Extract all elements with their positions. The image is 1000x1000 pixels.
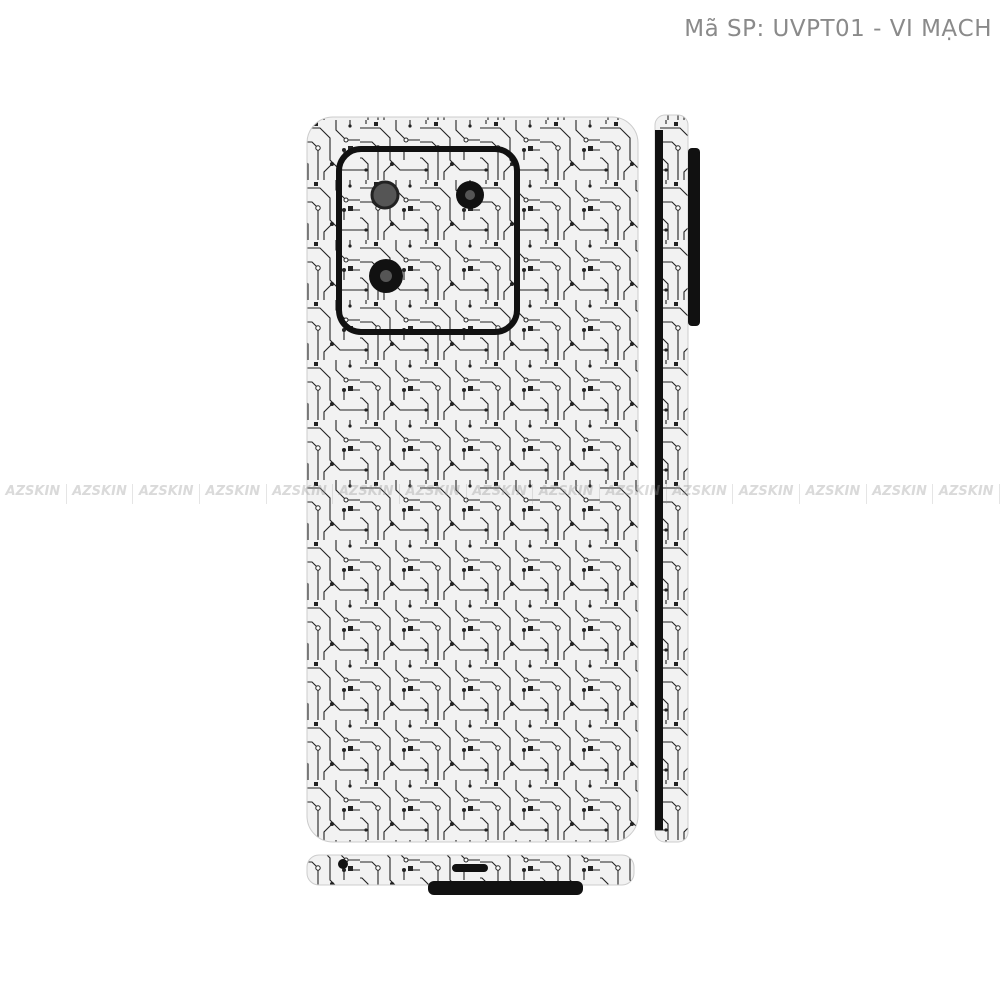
- camera-lens-icon: [369, 180, 484, 293]
- product-code-title: Mã SP: UVPT01 - VI MẠCH: [684, 16, 992, 42]
- camera-module: [336, 146, 520, 335]
- side-button: [688, 148, 700, 326]
